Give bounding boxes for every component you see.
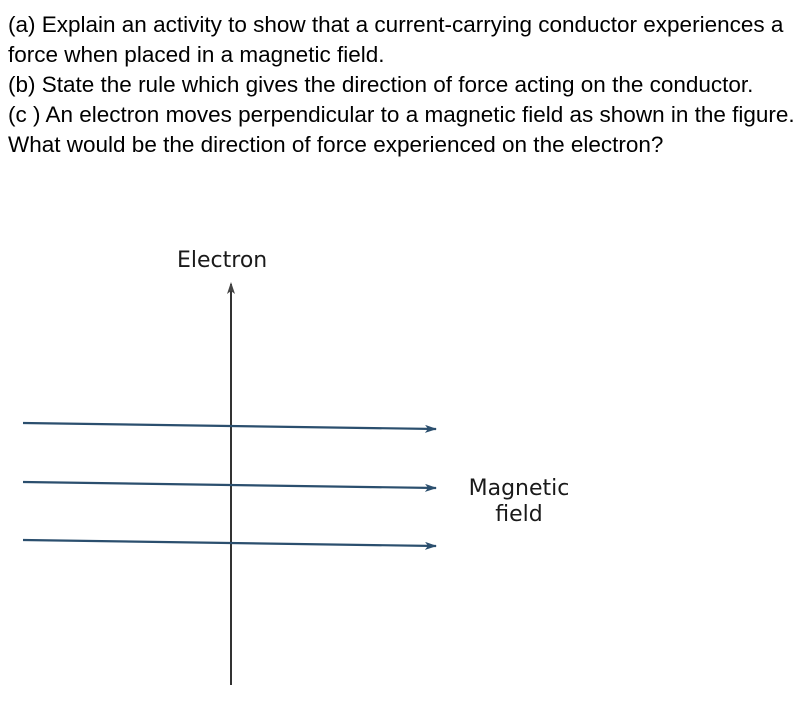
question-prompt: What would be the direction of force exp… <box>8 132 664 157</box>
electron-label: Electron <box>177 248 268 273</box>
field-line-2 <box>22 480 437 492</box>
electron-arrow-icon <box>227 282 235 294</box>
question-part-c: (c ) An electron moves perpendicular to … <box>8 102 795 127</box>
magnetic-field-label-line1: Magnetic <box>468 476 570 501</box>
question-text: (a) Explain an activity to show that a c… <box>8 10 798 160</box>
magnetic-field-figure: Electron Magnetic field <box>0 240 800 702</box>
field-line-1 <box>22 421 437 433</box>
figure-diagram <box>22 282 437 685</box>
magnetic-field-label: Magnetic field <box>457 476 581 528</box>
question-part-a: (a) Explain an activity to show that a c… <box>8 12 784 67</box>
question-part-b: (b) State the rule which gives the direc… <box>8 72 754 97</box>
field-line-3 <box>22 538 437 550</box>
magnetic-field-label-line2: field <box>495 502 543 527</box>
